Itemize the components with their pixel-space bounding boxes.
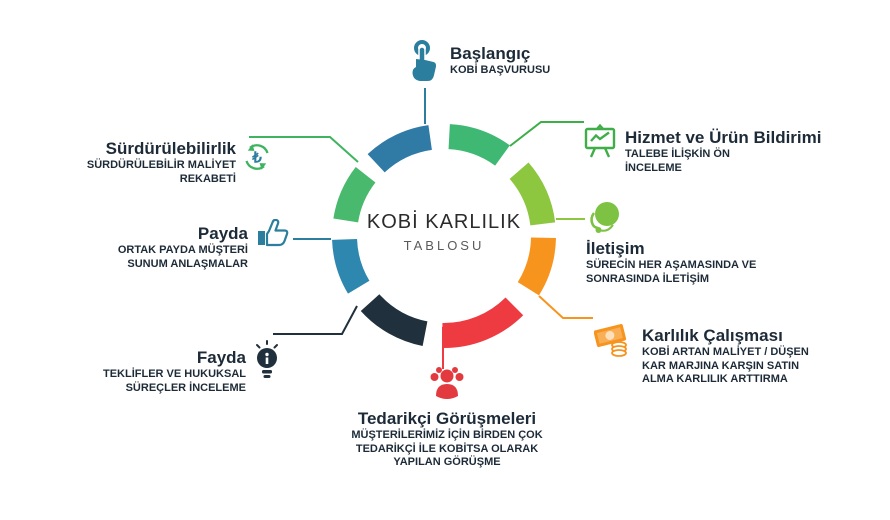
item-subtitle: TEDARİKÇİ İLE KOBİTSA OLARAK [355, 442, 539, 455]
item-tedarikci: Tedarikçi Görüşmeleri MÜŞTERİLERİMİZ İÇİ… [297, 364, 597, 470]
item-title: Tedarikçi Görüşmeleri [357, 409, 537, 428]
item-subtitle: MÜŞTERİLERİMİZ İÇİN BİRDEN ÇOK [351, 429, 543, 441]
ring-segment-bottom-navy [360, 294, 428, 346]
item-subtitle: SÜRDÜRÜLEBİLİR MALİYET [86, 159, 236, 171]
item-karlilik: Karlılık Çalışması KOBİ ARTAN MALİYET / … [594, 320, 809, 387]
item-hizmet: Hizmet ve Ürün Bildirimi TALEBE İLİŞKİN … [584, 124, 821, 175]
ring-segment-topleft-blue [367, 125, 432, 173]
item-subtitle: SÜREÇLER İNCELEME [125, 381, 246, 394]
ring-segment-left-teal [332, 239, 370, 294]
people-group-icon [428, 364, 466, 400]
ring-segment-bottom-red [442, 297, 524, 348]
item-title: Başlangıç [450, 44, 531, 63]
item-payda: Payda ORTAK PAYDA MÜŞTERİ SUNUM ANLAŞMAL… [48, 224, 248, 271]
item-subtitle: SÜRECİN HER AŞAMASINDA VE [586, 259, 757, 271]
headset-icon [586, 200, 816, 236]
item-title: İletişim [586, 239, 645, 258]
ring-segment-top-green [448, 124, 510, 166]
item-subtitle: İNCELEME [625, 161, 682, 174]
ring-segment-right-lightgreen [509, 162, 556, 226]
item-fayda: Fayda TEKLİFLER VE HUKUKSAL SÜREÇLER İNC… [46, 348, 246, 395]
presentation-chart-icon [584, 124, 616, 175]
item-title: Payda [197, 224, 248, 243]
center-title: KOBİ KARLILIK [366, 211, 522, 233]
center-subtitle: TABLOSU [403, 238, 485, 253]
item-subtitle: SONRASINDA İLETİŞİM [586, 272, 710, 285]
recycle-lira-icon: ₺ [242, 142, 272, 172]
ring-segment-left-green [333, 167, 376, 223]
item-subtitle: REKABETİ [179, 172, 236, 185]
item-subtitle: SUNUM ANLAŞMALAR [127, 257, 248, 270]
connector-fayda [273, 305, 358, 335]
lightbulb-icon [251, 339, 283, 381]
connector-hizmet [509, 121, 584, 147]
item-iletisim: İletişim SÜRECİN HER AŞAMASINDA VE SONRA… [586, 200, 816, 286]
item-subtitle: KOBİ ARTAN MALİYET / DÜŞEN [642, 346, 809, 358]
item-subtitle: TEKLİFLER VE HUKUKSAL [103, 368, 246, 380]
thumbs-up-icon [257, 219, 291, 251]
connector-surdurulebilirlik [249, 136, 359, 163]
item-title: Fayda [196, 348, 246, 367]
item-subtitle: YAPILAN GÖRÜŞME [393, 456, 501, 468]
item-title: Sürdürülebilirlik [105, 139, 236, 158]
item-subtitle: ALMA KARLILIK ARTTIRMA [642, 373, 788, 385]
item-title: Hizmet ve Ürün Bildirimi [625, 128, 822, 147]
item-baslangic: Başlangıç KOBİ BAŞVURUSU [406, 38, 550, 84]
item-subtitle: KAR MARJINA KARŞIN SATIN [642, 359, 800, 372]
ring-segment-right-orange [517, 237, 556, 296]
item-subtitle: ORTAK PAYDA MÜŞTERİ [117, 244, 248, 256]
click-icon [406, 38, 440, 84]
lira-glyph: ₺ [251, 150, 262, 167]
item-subtitle: KOBİ BAŞVURUSU [450, 64, 551, 76]
item-surdurulebilirlik: Sürdürülebilirlik SÜRDÜRÜLEBİLİR MALİYET… [36, 139, 236, 186]
connector-karlilik [538, 295, 593, 319]
item-subtitle: TALEBE İLİŞKİN ÖN [625, 148, 730, 160]
money-icon [594, 324, 634, 387]
diagram-center-label: KOBİ KARLILIK TABLOSU [344, 210, 544, 253]
item-title: Karlılık Çalışması [642, 326, 783, 345]
